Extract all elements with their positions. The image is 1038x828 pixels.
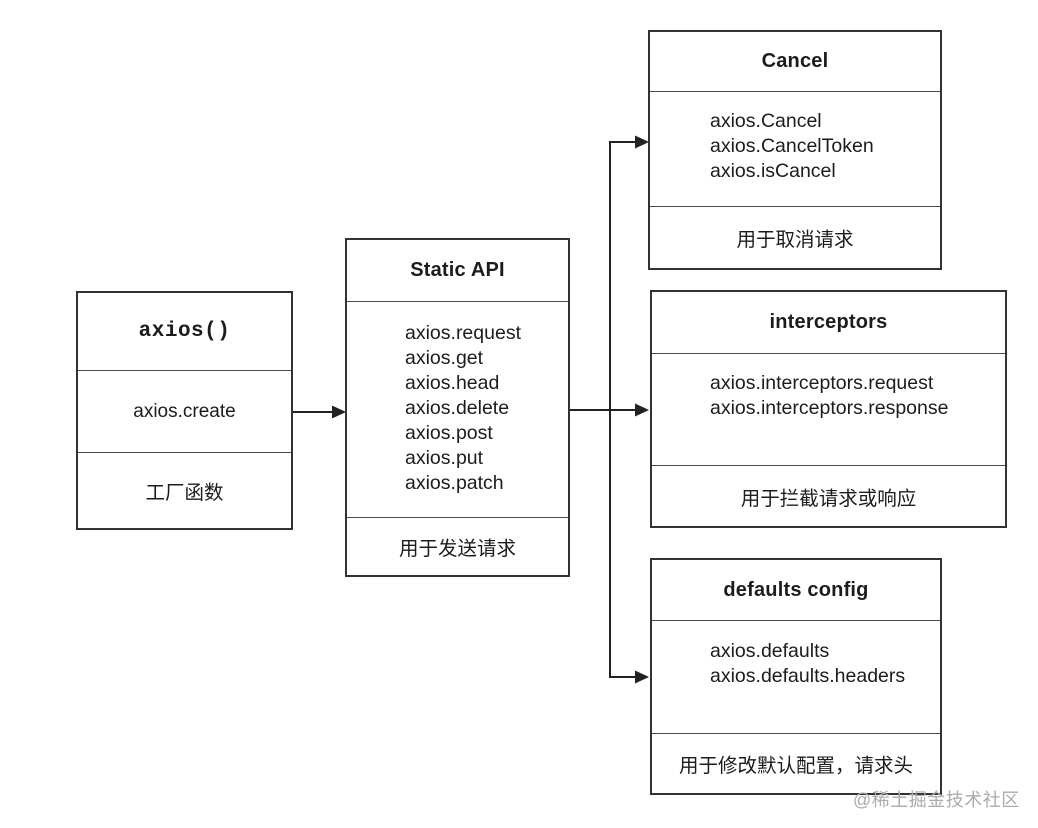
static-api-method-list: axios.request axios.get axios.head axios.de… [347, 302, 568, 518]
cancel-title: Cancel [650, 32, 940, 92]
interceptors-method-list: axios.interceptors.request axios.intercep… [652, 354, 1005, 466]
static-api-title: Static API [347, 240, 568, 302]
cancel-method-list: axios.Cancel axios.CancelToken axios.isCan… [650, 92, 940, 207]
method-item: axios.post [405, 422, 493, 444]
defaults-config-caption: 用于修改默认配置，请求头 [678, 755, 913, 777]
axios-root-title: axios() [78, 293, 291, 371]
axios-root-box: axios() axios.create 工厂函数 [76, 291, 293, 530]
method-item: axios.Cancel [710, 110, 822, 132]
static-api-caption: 用于发送请求 [398, 538, 516, 560]
cancel-caption: 用于取消请求 [736, 229, 854, 251]
axios-root-caption: 工厂函数 [145, 482, 224, 504]
method-item: axios.head [405, 372, 500, 394]
arrowhead-to-defaults [635, 670, 649, 684]
method-item: axios.defaults [710, 640, 830, 662]
method-item: axios.put [405, 447, 484, 469]
static-api-box: Static API axios.request axios.get axios.h… [345, 238, 570, 577]
arrowhead-root-to-static [332, 405, 346, 419]
method-item: axios.delete [405, 397, 510, 419]
defaults-method-list: axios.defaults axios.defaults.headers [652, 621, 940, 734]
method-item: axios.get [405, 347, 484, 369]
method-item: axios.isCancel [710, 160, 836, 182]
method-item: axios.defaults.headers [710, 665, 906, 687]
method-item: axios.CancelToken [710, 135, 874, 157]
arrowhead-to-cancel [635, 135, 649, 149]
method-item: axios.interceptors.response [710, 397, 949, 419]
interceptors-title: interceptors [652, 292, 1005, 354]
defaults-config-title: defaults config [652, 560, 940, 621]
axios-create-label: axios.create [78, 371, 291, 453]
arrowhead-static-to-interceptors [635, 403, 649, 417]
watermark-text: @稀土掘金技术社区 [853, 790, 1020, 810]
method-item: axios.patch [405, 472, 504, 494]
interceptors-caption: 用于拦截请求或响应 [740, 487, 917, 510]
method-item: axios.interceptors.request [710, 372, 934, 394]
method-item: axios.request [405, 322, 521, 344]
